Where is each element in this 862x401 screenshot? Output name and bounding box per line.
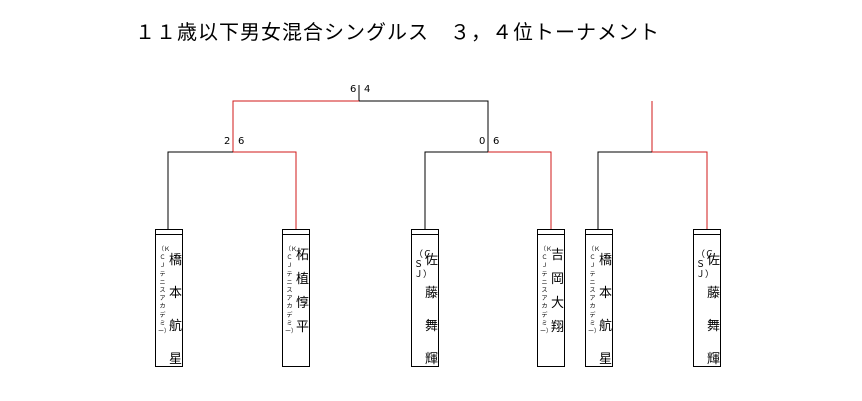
semi2-left-line bbox=[424, 151, 488, 229]
semi1-left-line bbox=[167, 151, 233, 229]
card-top-bar bbox=[538, 234, 564, 235]
player-name: 佐藤舞輝 bbox=[424, 253, 438, 367]
card-top-bar bbox=[412, 234, 438, 235]
player-card: （ＣＳＪ） 佐藤舞輝 bbox=[411, 229, 439, 367]
player-club: （ＣＳＪ） bbox=[696, 250, 715, 280]
player-club: （ＫＣＪテニスアカデミー） bbox=[158, 246, 171, 336]
card-top-bar bbox=[283, 234, 309, 235]
player-name: 橋本航星 bbox=[168, 253, 182, 367]
player-card: （ＣＳＪ） 佐藤舞輝 bbox=[693, 229, 721, 367]
player-card: （ＫＣＪテニスアカデミー） 橋本航星 bbox=[155, 229, 183, 367]
semi2-right-line bbox=[488, 151, 552, 229]
player-name: 橋本航星 bbox=[598, 253, 612, 367]
player-name: 佐藤舞輝 bbox=[706, 253, 720, 367]
semi1-score-right: 6 bbox=[238, 136, 245, 147]
final-score-right: 4 bbox=[364, 84, 371, 95]
group3-right-line bbox=[652, 151, 708, 229]
player-name: 吉岡大翔 bbox=[550, 248, 564, 335]
card-top-bar bbox=[156, 234, 182, 235]
card-top-bar bbox=[586, 234, 612, 235]
final-left-line bbox=[232, 100, 359, 152]
semi2-score-left: 0 bbox=[479, 136, 486, 147]
final-right-line bbox=[359, 100, 489, 152]
semi2-score-right: 6 bbox=[493, 136, 500, 147]
player-club: （ＣＳＪ） bbox=[414, 250, 433, 280]
player-club: （ＫＣＪテニスアカデミー） bbox=[588, 246, 601, 336]
final-score-left: 6 bbox=[350, 84, 357, 95]
player-card: （ＫＣＪテニスアカデミー） 吉岡大翔 bbox=[537, 229, 565, 367]
player-club: （ＫＣＪテニスアカデミー） bbox=[285, 246, 298, 336]
semi1-score-left: 2 bbox=[224, 136, 231, 147]
semi1-right-line bbox=[233, 151, 297, 229]
player-club: （ＫＣＪテニスアカデミー） bbox=[540, 246, 553, 336]
player-card: （ＫＣＪテニスアカデミー） 柘植惇平 bbox=[282, 229, 310, 367]
player-name: 柘植惇平 bbox=[295, 248, 309, 335]
page-title: １１歳以下男女混合シングルス ３，４位トーナメント bbox=[135, 20, 660, 44]
player-card: （ＫＣＪテニスアカデミー） 橋本航星 bbox=[585, 229, 613, 367]
group3-left-line bbox=[597, 151, 652, 229]
card-top-bar bbox=[694, 234, 720, 235]
